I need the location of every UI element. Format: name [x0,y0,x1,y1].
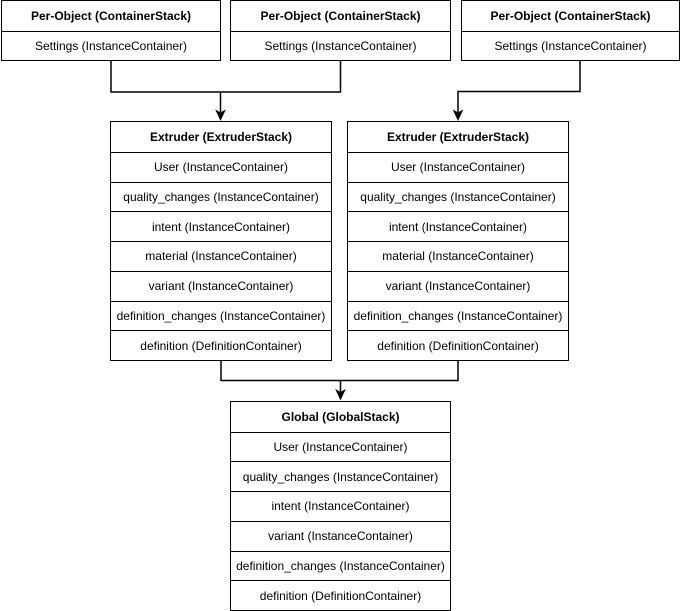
container-row: User (InstanceContainer) [348,151,568,182]
container-row: User (InstanceContainer) [231,431,450,462]
global-stack: Global (GlobalStack) User (InstanceConta… [230,401,451,611]
arrowhead-right-extruder [452,109,464,121]
container-row: Settings (InstanceContainer) [462,30,679,61]
container-row: Settings (InstanceContainer) [231,30,450,61]
container-row: material (InstanceContainer) [111,241,331,271]
container-row: intent (InstanceContainer) [348,211,568,241]
per-object-stack-1: Per-Object (ContainerStack) Settings (In… [1,0,221,61]
stack-title: Per-Object (ContainerStack) [30,8,192,23]
wire-perobject3-rail [457,61,581,112]
container-row: User (InstanceContainer) [111,151,331,182]
arrowhead-left-extruder [215,109,226,121]
per-object-stack-3: Per-Object (ContainerStack) Settings (In… [461,0,680,61]
container-row: quality_changes (InstanceContainer) [348,181,568,212]
container-row: variant (InstanceContainer) [348,270,568,301]
arrowhead-global [335,389,346,401]
container-row: Settings (InstanceContainer) [2,30,220,61]
extruder-stack-1: Extruder (ExtruderStack) User (InstanceC… [110,121,332,361]
container-row: variant (InstanceContainer) [111,270,331,301]
extruder-stack-2: Extruder (ExtruderStack) User (InstanceC… [347,121,569,361]
container-row: intent (InstanceContainer) [231,491,450,521]
container-row: material (InstanceContainer) [348,241,568,271]
container-row: definition (DefinitionContainer) [348,330,568,360]
container-row: intent (InstanceContainer) [111,211,331,241]
per-object-stack-2: Per-Object (ContainerStack) Settings (In… [230,0,451,61]
container-row: definition (DefinitionContainer) [111,330,331,360]
container-row: definition (DefinitionContainer) [231,580,450,610]
wire-extruders-rail [220,361,459,382]
stack-title: Extruder (ExtruderStack) [149,129,293,144]
stack-title: Per-Object (ContainerStack) [490,8,651,23]
container-row: quality_changes (InstanceContainer) [231,461,450,491]
stack-title: Extruder (ExtruderStack) [386,129,530,144]
container-row: definition_changes (InstanceContainer) [111,300,331,331]
container-row: definition_changes (InstanceContainer) [231,550,450,581]
stack-title: Global (GlobalStack) [281,409,400,424]
container-row: definition_changes (InstanceContainer) [348,300,568,331]
wire-perobject12-rail [110,61,342,93]
stack-title: Per-Object (ContainerStack) [260,8,421,23]
container-row: quality_changes (InstanceContainer) [111,181,331,212]
container-row: variant (InstanceContainer) [231,520,450,551]
